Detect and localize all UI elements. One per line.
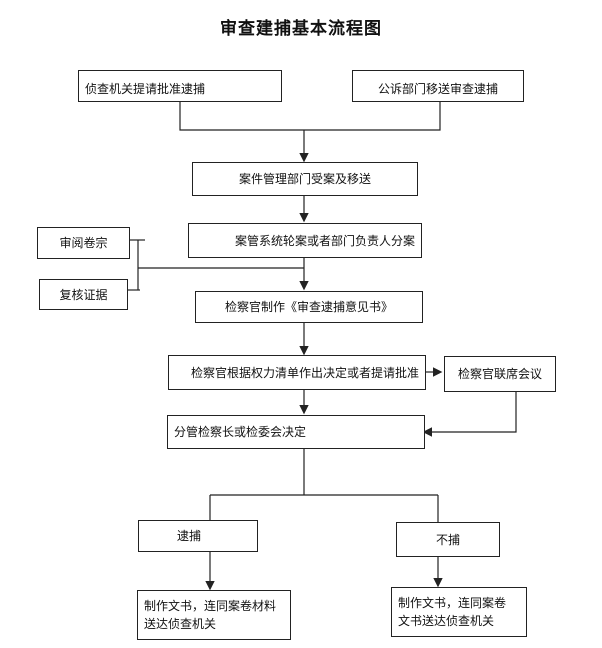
node-label: 不捕 xyxy=(435,532,460,547)
node-decide-by-list: 检察官根据权力清单作出决定或者提请批准 xyxy=(168,355,426,390)
node-arrest-doc: 制作文书，连同案卷材料 送达侦查机关 xyxy=(137,590,291,640)
node-chief-decision: 分管检察长或检委会决定 xyxy=(167,415,425,449)
node-label: 公诉部门移送审查逮捕 xyxy=(377,82,498,96)
node-arrest: 逮捕 xyxy=(138,520,258,552)
node-label: 案管系统轮案或者部门负责人分案 xyxy=(234,233,415,248)
node-label: 检察官根据权力清单作出决定或者提请批准 xyxy=(190,365,419,380)
node-prosecution-transfer: 公诉部门移送审查逮捕 xyxy=(352,70,524,102)
node-verify-evidence: 复核证据 xyxy=(39,279,128,310)
node-case-management: 案件管理部门受案及移送 xyxy=(192,162,418,196)
node-opinion-doc: 检察官制作《审查逮捕意见书》 xyxy=(195,291,423,323)
node-label: 审阅卷宗 xyxy=(59,236,108,250)
node-review-files: 审阅卷宗 xyxy=(37,227,130,259)
page-title: 审查建捕基本流程图 xyxy=(220,19,382,39)
node-assign-case: 案管系统轮案或者部门负责人分案 xyxy=(188,223,422,258)
node-joint-meeting: 检察官联席会议 xyxy=(444,356,556,392)
node-no-arrest: 不捕 xyxy=(396,522,500,557)
node-label: 检察官制作《审查逮捕意见书》 xyxy=(224,300,393,314)
node-label: 制作文书，连同案卷材料 送达侦查机关 xyxy=(144,599,277,631)
node-detect-request: 侦查机关提请批准逮捕 xyxy=(78,70,282,102)
node-label: 案件管理部门受案及移送 xyxy=(238,172,371,186)
node-label: 侦查机关提请批准逮捕 xyxy=(85,82,206,96)
node-no-arrest-doc: 制作文书，连同案卷 文书送达侦查机关 xyxy=(391,587,527,637)
node-label: 分管检察长或检委会决定 xyxy=(174,425,307,439)
node-label: 检察官联席会议 xyxy=(457,367,542,381)
node-label: 制作文书，连同案卷 文书送达侦查机关 xyxy=(398,596,507,628)
node-label: 复核证据 xyxy=(59,287,108,302)
node-label: 逮捕 xyxy=(177,529,202,543)
